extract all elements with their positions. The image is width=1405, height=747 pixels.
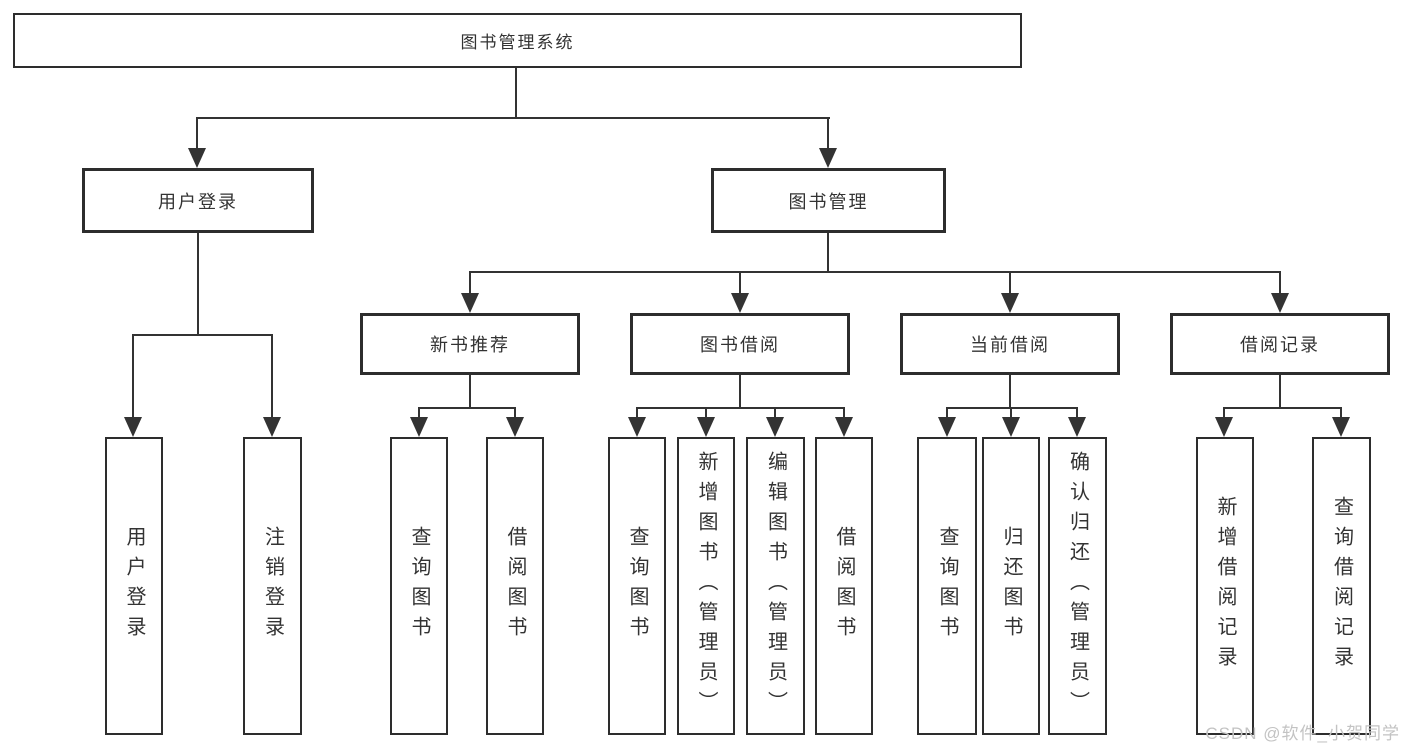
leaf-user-login: 用户登录	[105, 437, 163, 735]
connector-line	[470, 271, 1281, 273]
leaf-borrow-books-recommend: 借阅图书	[486, 437, 544, 735]
node-label: 新增图书（管理员）	[695, 451, 717, 721]
connector-line	[1279, 375, 1281, 408]
connector-line	[827, 233, 829, 272]
node-label: 用户登录	[123, 526, 145, 646]
leaf-query-borrow-record: 查询借阅记录	[1312, 437, 1371, 735]
connector-line	[419, 407, 516, 409]
connector-line	[946, 407, 948, 421]
arrowhead-icon	[506, 417, 524, 437]
arrowhead-icon	[461, 293, 479, 313]
node-label: 查询图书	[936, 526, 958, 646]
connector-line	[418, 407, 420, 421]
connector-line	[739, 375, 741, 408]
connector-line	[271, 334, 273, 419]
leaf-borrow-books-borrow: 借阅图书	[815, 437, 873, 735]
connector-line	[947, 407, 1078, 409]
leaf-query-books-recommend: 查询图书	[390, 437, 448, 735]
arrowhead-icon	[766, 417, 784, 437]
node-borrow-records: 借阅记录	[1170, 313, 1390, 375]
node-label: 图书管理系统	[460, 33, 575, 52]
connector-line	[197, 233, 199, 335]
connector-line	[843, 407, 845, 421]
node-label: 借阅记录	[1240, 335, 1320, 355]
leaf-edit-book-admin: 编辑图书（管理员）	[746, 437, 805, 735]
arrowhead-icon	[731, 293, 749, 313]
arrowhead-icon	[938, 417, 956, 437]
arrowhead-icon	[188, 148, 206, 168]
node-user-login: 用户登录	[82, 168, 314, 233]
connector-line	[1009, 271, 1011, 297]
connector-line	[1223, 407, 1225, 421]
node-current-borrow: 当前借阅	[900, 313, 1120, 375]
connector-line	[1009, 375, 1011, 408]
arrowhead-icon	[628, 417, 646, 437]
csdn-watermark: CSDN @软件_小贺同学	[1205, 724, 1400, 743]
connector-line	[515, 68, 517, 118]
node-label: 新书推荐	[430, 335, 510, 355]
node-label: 查询借阅记录	[1330, 496, 1353, 676]
connector-line	[1076, 407, 1078, 421]
connector-line	[514, 407, 516, 421]
node-label: 新增借阅记录	[1214, 496, 1236, 676]
arrowhead-icon	[697, 417, 715, 437]
connector-line	[132, 334, 134, 419]
arrowhead-icon	[1002, 417, 1020, 437]
arrowhead-icon	[410, 417, 428, 437]
node-label: 注销登录	[261, 526, 284, 646]
node-label: 查询图书	[626, 526, 648, 646]
node-label: 归还图书	[1000, 526, 1022, 646]
arrowhead-icon	[819, 148, 837, 168]
arrowhead-icon	[1271, 293, 1289, 313]
leaf-add-book-admin: 新增图书（管理员）	[677, 437, 735, 735]
node-label: 图书借阅	[700, 335, 780, 355]
node-label: 编辑图书（管理员）	[764, 451, 787, 721]
node-label: 图书管理	[788, 191, 869, 212]
arrowhead-icon	[1001, 293, 1019, 313]
connector-line	[739, 271, 741, 297]
node-label: 确认归还（管理员）	[1066, 451, 1089, 721]
connector-line	[636, 407, 638, 421]
connector-line	[197, 117, 830, 119]
connector-line	[637, 407, 845, 409]
connector-line	[1010, 407, 1012, 421]
node-book-borrow: 图书借阅	[630, 313, 850, 375]
arrowhead-icon	[263, 417, 281, 437]
arrowhead-icon	[1332, 417, 1350, 437]
leaf-query-books-current: 查询图书	[917, 437, 977, 735]
connector-line	[196, 117, 198, 152]
arrowhead-icon	[1068, 417, 1086, 437]
connector-line	[1340, 407, 1342, 421]
node-label: 借阅图书	[504, 526, 526, 646]
connector-line	[774, 407, 776, 421]
node-label: 查询图书	[408, 526, 430, 646]
node-library-management-system: 图书管理系统	[13, 13, 1022, 68]
connector-line	[133, 334, 273, 336]
connector-line	[469, 271, 471, 297]
connector-line	[705, 407, 707, 421]
connector-line	[1279, 271, 1281, 297]
connector-line	[1224, 407, 1342, 409]
arrowhead-icon	[124, 417, 142, 437]
arrowhead-icon	[1215, 417, 1233, 437]
connector-line	[469, 375, 471, 408]
node-book-management: 图书管理	[711, 168, 946, 233]
leaf-return-book: 归还图书	[982, 437, 1040, 735]
leaf-confirm-return-admin: 确认归还（管理员）	[1048, 437, 1107, 735]
node-new-book-recommend: 新书推荐	[360, 313, 580, 375]
node-label: 用户登录	[158, 191, 238, 212]
leaf-query-books-borrow: 查询图书	[608, 437, 666, 735]
node-label: 借阅图书	[833, 526, 855, 646]
node-label: 当前借阅	[970, 335, 1050, 355]
arrowhead-icon	[835, 417, 853, 437]
leaf-add-borrow-record: 新增借阅记录	[1196, 437, 1254, 735]
leaf-logout: 注销登录	[243, 437, 302, 735]
connector-line	[827, 117, 829, 152]
